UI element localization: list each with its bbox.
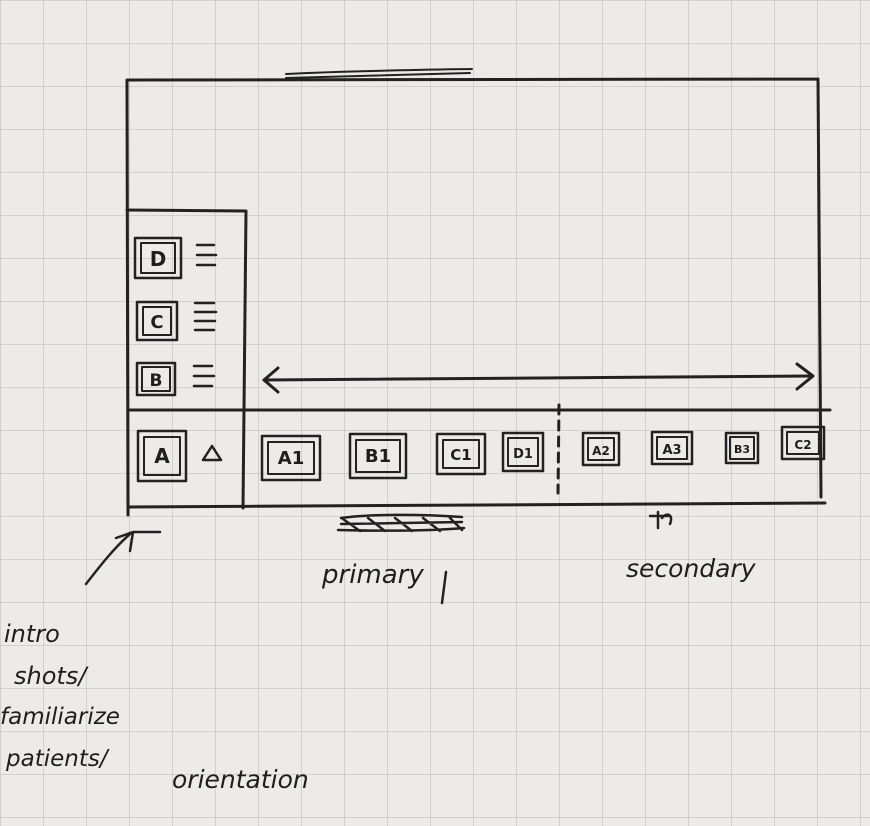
note-line: familiarize [0,704,120,730]
item-label: D [150,247,167,271]
hamburger-menu-icon[interactable] [195,243,218,267]
double-arrow-icon [262,362,815,394]
secondary-thumbnail[interactable]: A2 [581,431,621,467]
note-line: orientation [172,765,309,794]
secondary-thumbnail[interactable]: C2 [780,425,826,461]
bottom-edge [126,501,827,509]
primary-thumbnail[interactable]: B1 [348,432,408,480]
primary-secondary-divider [556,403,561,495]
note-line: shots/ [14,662,89,690]
thumb-label: B3 [734,443,750,456]
hamburger-menu-icon[interactable] [192,364,216,388]
crossed-out-scribble [648,510,673,530]
secondary-annotation: secondary [626,510,757,583]
sidebar-item-c[interactable]: C [135,300,218,342]
primary-annotation: primary [321,513,466,605]
sidebar-item-d[interactable]: D [133,236,218,280]
primary-thumbnail[interactable]: A1 [260,434,322,482]
primary-thumbnail[interactable]: D1 [501,431,545,473]
secondary-label: secondary [626,554,757,583]
selected-item-a[interactable]: A [136,429,223,483]
note-line: patients/ [5,746,110,772]
item-label: A [154,444,170,468]
hamburger-menu-icon[interactable] [193,301,218,332]
thumb-label: C2 [794,438,811,452]
item-thumbnail [135,300,179,342]
frame-top-scribble [285,68,473,79]
item-thumbnail [135,361,177,397]
note-line: intro [4,620,60,648]
crossed-out-scribble [336,513,466,533]
thumb-label: B1 [365,446,391,467]
secondary-thumbnail[interactable]: A3 [650,430,694,466]
pointer-arrow-icon [84,530,162,586]
thumb-label: A2 [592,444,610,458]
thumb-label: D1 [513,447,533,462]
screen-frame [125,77,823,517]
item-label: C [150,312,163,333]
primary-label: primary [321,560,424,590]
primary-thumbnail[interactable]: C1 [435,432,487,476]
thumb-label: A3 [662,443,681,458]
item-thumbnail [136,429,188,483]
secondary-thumbnail[interactable]: B3 [724,431,760,465]
triangle-up-icon[interactable] [201,444,223,462]
item-label: B [150,371,163,391]
sidebar-item-b[interactable]: B [135,361,216,397]
item-thumbnail [133,236,183,280]
thumb-label: C1 [450,446,471,464]
side-note: intro shots/ familiarize patients/ orien… [0,620,309,794]
thumb-label: A1 [278,448,304,469]
